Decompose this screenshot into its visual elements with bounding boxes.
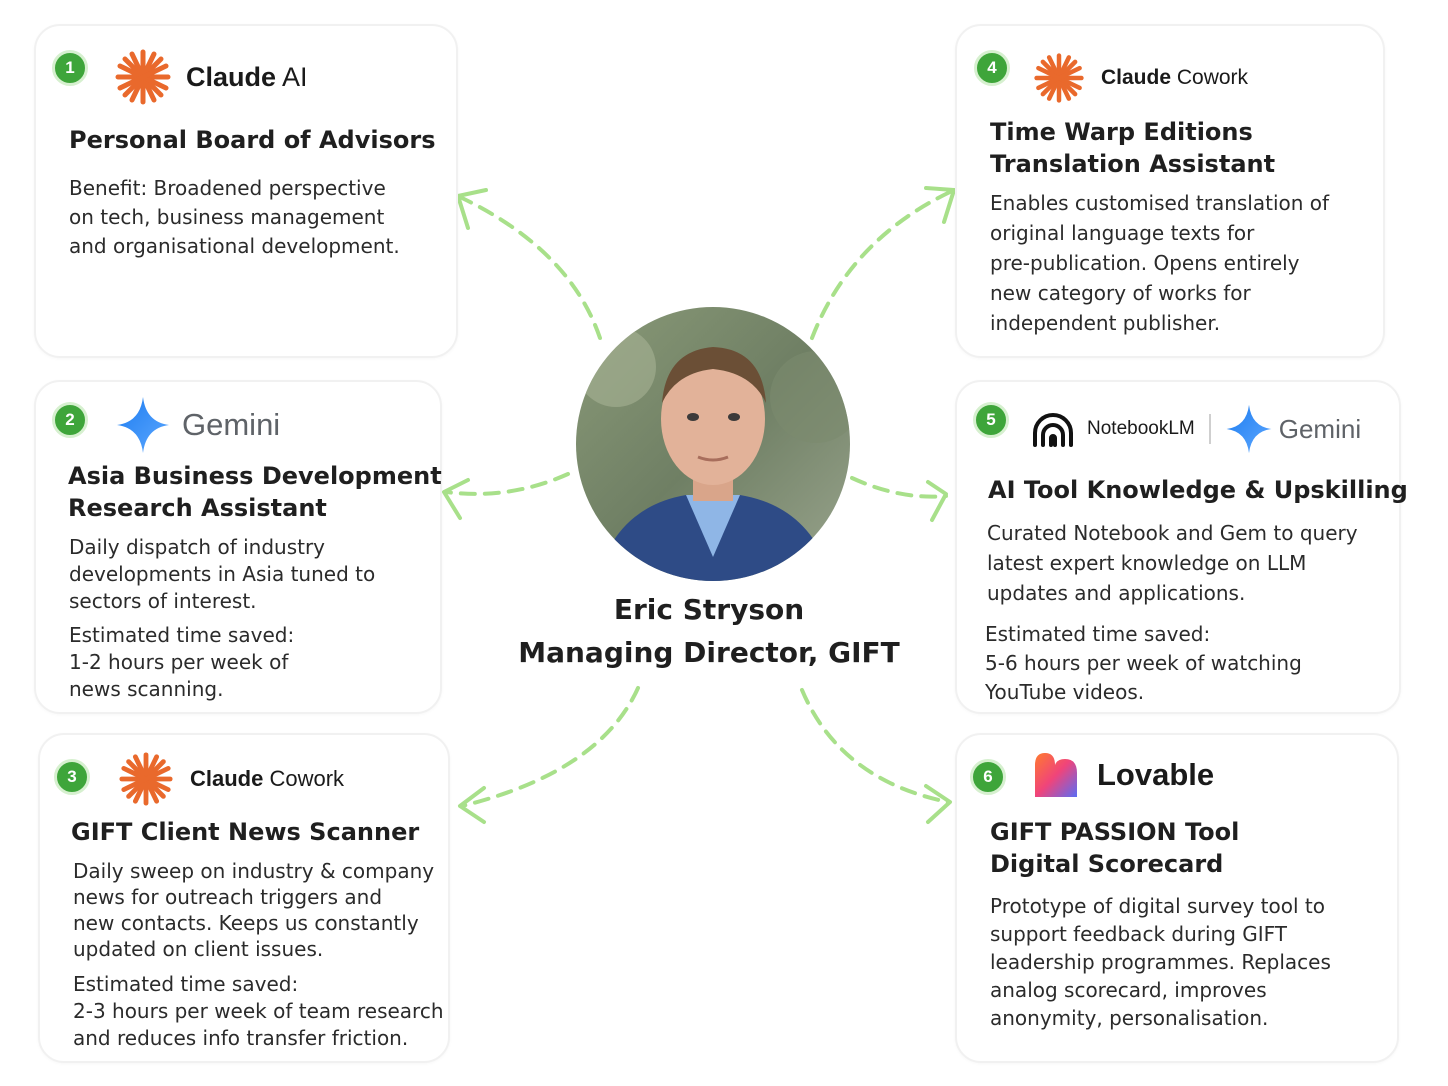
center-person-name: Eric Stryson xyxy=(613,593,805,626)
arrow-to-card-6 xyxy=(800,688,952,824)
use-case-card-5: 5 NotebookLM Gemini AI Tool Knowledge & … xyxy=(955,380,1408,714)
card-body: Enables customised translation of origin… xyxy=(990,188,1329,338)
claude-starburst-icon xyxy=(119,752,173,806)
time-saved-line: and reduces info transfer friction. xyxy=(73,1026,409,1050)
card-body-line: independent publisher. xyxy=(990,311,1221,335)
use-case-card-1: 1 Claude AI Personal Board of Advisors B… xyxy=(34,24,458,358)
card-title-line: Translation Assistant xyxy=(990,150,1276,178)
use-case-card-2: 2 Gemini Asia Business Development Resea… xyxy=(34,380,442,714)
card-title: GIFT PASSION Tool Digital Scorecard xyxy=(990,816,1239,880)
time-saved-line: 1-2 hours per week of xyxy=(69,650,289,674)
card-title: GIFT Client News Scanner xyxy=(71,816,419,848)
card-body-line: news for outreach triggers and xyxy=(73,885,383,909)
logo-divider xyxy=(1208,414,1211,444)
card-title-line: GIFT Client News Scanner xyxy=(71,818,420,846)
card-body-line: sectors of interest. xyxy=(69,589,257,613)
center-person-role: Managing Director, GIFT xyxy=(518,636,900,669)
step-number-badge: 6 xyxy=(970,759,1006,795)
time-saved-line: news scanning. xyxy=(69,677,224,701)
logo-brand: Gemini xyxy=(182,407,281,442)
lovable-heart-icon xyxy=(1035,753,1077,797)
claude-cowork-logo: Claude Cowork xyxy=(118,751,344,807)
logo-brand: Claude xyxy=(190,766,264,791)
gemini-sparkle-icon xyxy=(1226,404,1272,454)
time-saved-line: YouTube videos. xyxy=(985,680,1145,704)
claude-ai-logo: Claude AI xyxy=(114,48,308,106)
gemini-logo: Gemini xyxy=(116,396,280,454)
time-saved-label: Estimated time saved: xyxy=(985,622,1211,646)
time-saved-line: 2-3 hours per week of team research xyxy=(73,999,444,1023)
card-body-line: Curated Notebook and Gem to query xyxy=(987,521,1358,545)
card-body-line: original language texts for xyxy=(990,221,1255,245)
claude-starburst-icon xyxy=(115,49,171,105)
logo-brand: Lovable xyxy=(1097,757,1215,792)
card-body-line: updates and applications. xyxy=(987,581,1246,605)
card-body-line: pre-publication. Opens entirely xyxy=(990,251,1300,275)
card-body-line: latest expert knowledge on LLM xyxy=(987,551,1307,575)
step-number-badge: 4 xyxy=(974,50,1010,86)
card-title: AI Tool Knowledge & Upskilling xyxy=(988,474,1408,506)
card-body-line: developments in Asia tuned to xyxy=(69,562,376,586)
card-title-line: Asia Business Development xyxy=(68,462,442,490)
card-body-line: support feedback during GIFT xyxy=(990,922,1288,946)
logo-brand: Claude xyxy=(1101,66,1172,89)
card-body-line: analog scorecard, improves xyxy=(990,978,1267,1002)
card-body-line: Enables customised translation of xyxy=(990,191,1330,215)
logo-brand-2: Gemini xyxy=(1278,413,1362,444)
logo-product: Cowork xyxy=(1176,66,1249,89)
card-body: Prototype of digital survey tool to supp… xyxy=(990,892,1331,1032)
use-case-card-3: 3 Claude Cowork GIFT Client News Scanner… xyxy=(38,733,450,1063)
card-body-line: and organisational development. xyxy=(69,234,400,258)
card-body-line: on tech, business management xyxy=(69,205,385,229)
logo-product: Cowork xyxy=(269,766,345,791)
card-title-line: Digital Scorecard xyxy=(990,850,1224,878)
card-body: Daily sweep on industry & company news f… xyxy=(73,858,434,962)
arrow-to-card-5 xyxy=(850,476,948,522)
notebooklm-gemini-logo: NotebookLM Gemini xyxy=(1031,404,1361,454)
card-body: Curated Notebook and Gem to query latest… xyxy=(987,518,1358,608)
time-saved: Estimated time saved: 5-6 hours per week… xyxy=(985,620,1302,707)
time-saved-line: 5-6 hours per week of watching xyxy=(985,651,1302,675)
claude-starburst-icon xyxy=(1034,53,1084,103)
gemini-sparkle-icon xyxy=(117,397,169,453)
card-body-line: leadership programmes. Replaces xyxy=(990,950,1331,974)
card-title-line: Personal Board of Advisors xyxy=(69,126,436,154)
card-title-line: GIFT PASSION Tool xyxy=(990,818,1240,846)
time-saved-label: Estimated time saved: xyxy=(69,623,295,647)
card-body-line: Daily sweep on industry & company xyxy=(73,859,435,883)
card-title: Time Warp Editions Translation Assistant xyxy=(990,116,1275,180)
card-body-line: new category of works for xyxy=(990,281,1251,305)
card-title: Asia Business Development Research Assis… xyxy=(68,460,442,524)
step-number-badge: 2 xyxy=(52,402,88,438)
card-body-line: Benefit: Broadened perspective xyxy=(69,176,386,200)
lovable-logo: Lovable xyxy=(1031,751,1214,799)
card-body-line: anonymity, personalisation. xyxy=(990,1006,1269,1030)
step-number-badge: 5 xyxy=(973,402,1009,438)
step-number-badge: 1 xyxy=(52,50,88,86)
card-title-line: Research Assistant xyxy=(68,494,327,522)
logo-product: AI xyxy=(282,61,308,92)
notebooklm-icon xyxy=(1033,413,1073,447)
card-body-line: Prototype of digital survey tool to xyxy=(990,894,1325,918)
card-title-line: Time Warp Editions xyxy=(990,118,1253,146)
claude-cowork-logo: Claude Cowork xyxy=(1033,52,1248,104)
card-body: Benefit: Broadened perspective on tech, … xyxy=(69,174,400,261)
step-number-badge: 3 xyxy=(54,759,90,795)
card-title-line: AI Tool Knowledge & Upskilling xyxy=(988,476,1408,504)
time-saved: Estimated time saved: 2-3 hours per week… xyxy=(73,971,444,1052)
profile-photo xyxy=(576,307,850,581)
card-body: Daily dispatch of industry developments … xyxy=(69,534,375,615)
arrow-to-card-2 xyxy=(442,472,570,520)
card-body-line: new contacts. Keeps us constantly xyxy=(73,911,419,935)
arrow-to-card-3 xyxy=(458,686,640,824)
time-saved: Estimated time saved: 1-2 hours per week… xyxy=(69,622,294,703)
use-case-card-6: 6 Lovable GIFT PASSION Tool Digital Scor… xyxy=(955,733,1399,1063)
logo-brand: NotebookLM xyxy=(1087,418,1195,439)
use-case-card-4: 4 Claude Cowork Time Warp Editions Trans… xyxy=(955,24,1385,358)
logo-brand: Claude xyxy=(186,61,277,92)
card-title: Personal Board of Advisors xyxy=(69,124,436,156)
time-saved-label: Estimated time saved: xyxy=(73,972,299,996)
card-body-line: Daily dispatch of industry xyxy=(69,535,326,559)
card-body-line: updated on client issues. xyxy=(73,937,324,961)
